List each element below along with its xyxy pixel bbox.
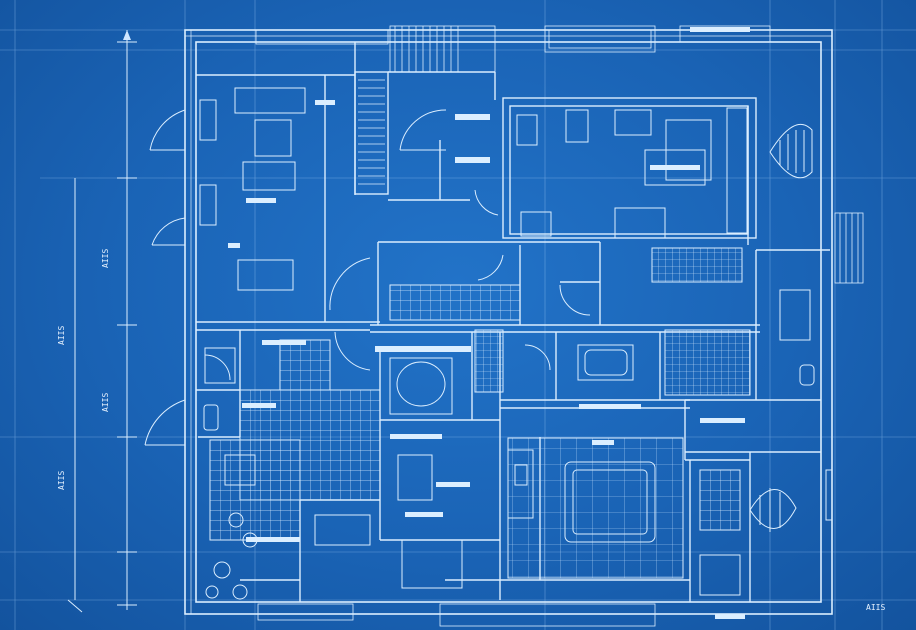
furniture xyxy=(199,87,833,600)
dimension-label: AIIS xyxy=(101,393,110,412)
dimension-label: AIIS xyxy=(57,471,66,490)
top-windows xyxy=(255,25,864,627)
bay-windows xyxy=(749,124,813,532)
left-dimension-lines xyxy=(67,30,137,613)
stair-treads xyxy=(358,79,385,185)
annotation-marks xyxy=(228,27,750,619)
exterior-walls xyxy=(184,29,833,615)
dimension-label: AIIS xyxy=(866,603,885,612)
tiled-floors xyxy=(209,247,751,579)
door-swings xyxy=(144,109,591,446)
dimension-label: AIIS xyxy=(101,249,110,268)
dimension-label: AIIS xyxy=(57,326,66,345)
